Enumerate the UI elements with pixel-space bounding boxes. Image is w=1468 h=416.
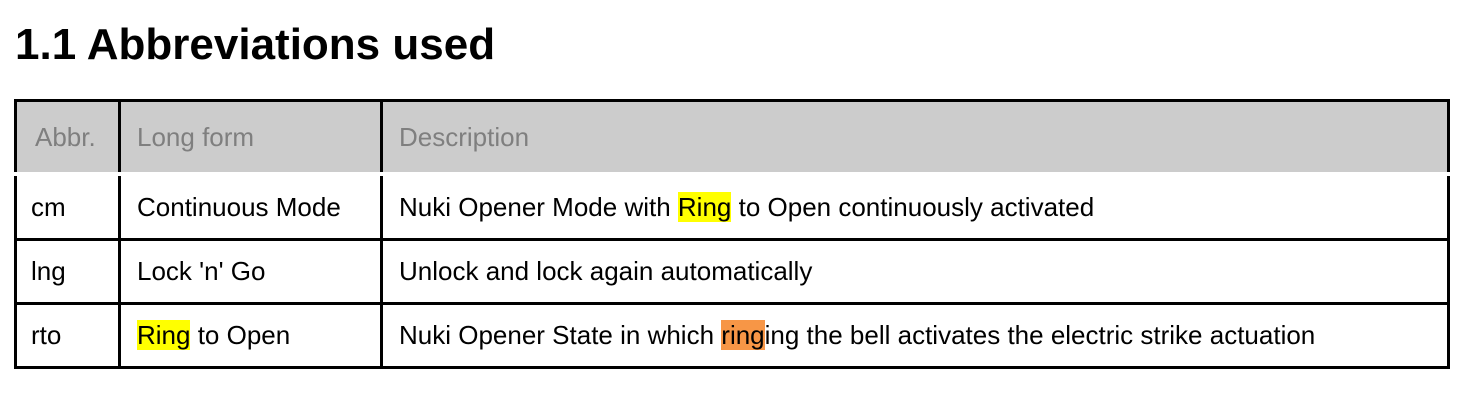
cell-long-form: Lock 'n' Go [118,238,383,305]
long-form-text-after: to Open [190,320,291,350]
description-text-after: ing the bell activates the electric stri… [764,320,1316,350]
cell-description: Unlock and lock again automatically [380,238,1450,305]
search-highlight-yellow: Ring [677,191,732,222]
column-header-abbr: Abbr. [14,99,121,176]
section-heading: 1.1 Abbreviations used [15,20,496,69]
cell-long-form: Ring to Open [118,302,383,369]
search-highlight-current: ring [721,320,765,350]
table-row: cm Continuous Mode Nuki Opener Mode with… [14,172,1450,241]
cell-abbr: lng [14,238,121,305]
table-row: lng Lock 'n' Go Unlock and lock again au… [14,238,1450,305]
cell-abbr: cm [14,172,121,241]
search-highlight-yellow: Ring [137,320,191,350]
table-header-row: Abbr. Long form Description [14,99,1450,176]
table-row: rto Ring to Open Nuki Opener State in wh… [14,302,1450,369]
description-text-before: Nuki Opener Mode with [399,191,678,222]
cell-description: Nuki Opener Mode with Ring to Open conti… [380,172,1450,241]
column-header-description: Description [380,99,1450,176]
cell-description: Nuki Opener State in which ringing the b… [380,302,1450,369]
cell-long-form: Continuous Mode [118,172,383,241]
cell-abbr: rto [14,302,121,369]
column-header-long-form: Long form [118,99,383,176]
abbreviations-table: Abbr. Long form Description cm Continuou… [14,99,1450,369]
description-text-after: to Open continuously activated [731,191,1095,222]
description-text-before: Nuki Opener State in which [399,320,722,350]
